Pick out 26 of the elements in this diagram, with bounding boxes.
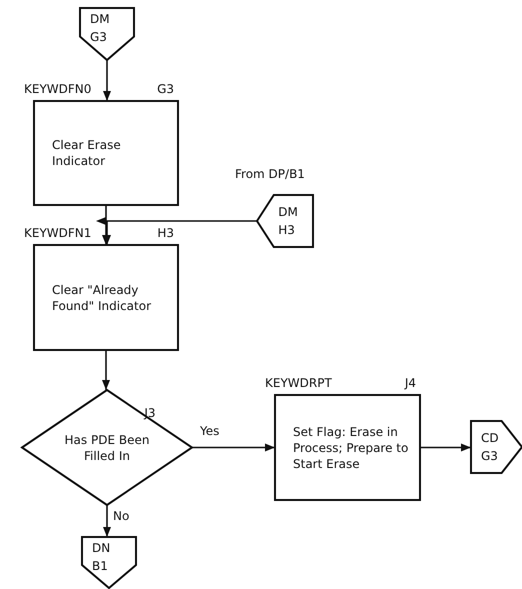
arrow — [103, 505, 111, 537]
arrow — [103, 60, 111, 101]
off-page-connector — [82, 537, 136, 588]
off-page-connector — [80, 8, 134, 60]
connector-code: DM G3 — [90, 11, 111, 46]
box-text: Clear Erase Indicator — [52, 137, 122, 169]
arrow — [102, 350, 110, 390]
decision-diamond — [22, 390, 192, 505]
connector-code: DM H3 — [278, 204, 299, 239]
connector-code: DN B1 — [92, 540, 112, 575]
grid-reference: J4 — [404, 376, 416, 391]
source-note: From DP/B1 — [235, 167, 305, 182]
arrow — [192, 444, 275, 452]
arrow — [96, 217, 257, 245]
decision-text: Has PDE Been Filled In — [64, 432, 150, 464]
grid-reference: H3 — [157, 226, 174, 241]
box-text: Set Flag: Erase in Process; Prepare to Start Erase — [293, 424, 410, 472]
off-page-connector — [471, 421, 522, 473]
arrow — [102, 205, 110, 245]
connector-code: CD G3 — [481, 430, 500, 465]
grid-reference: G3 — [157, 82, 174, 97]
arrow — [420, 444, 471, 452]
box-text: Clear "Already Found" Indicator — [52, 282, 152, 314]
module-label: KEYWDFN0 — [24, 82, 92, 97]
module-label: KEYWDFN1 — [24, 226, 92, 241]
module-label: KEYWDRPT — [265, 376, 332, 391]
